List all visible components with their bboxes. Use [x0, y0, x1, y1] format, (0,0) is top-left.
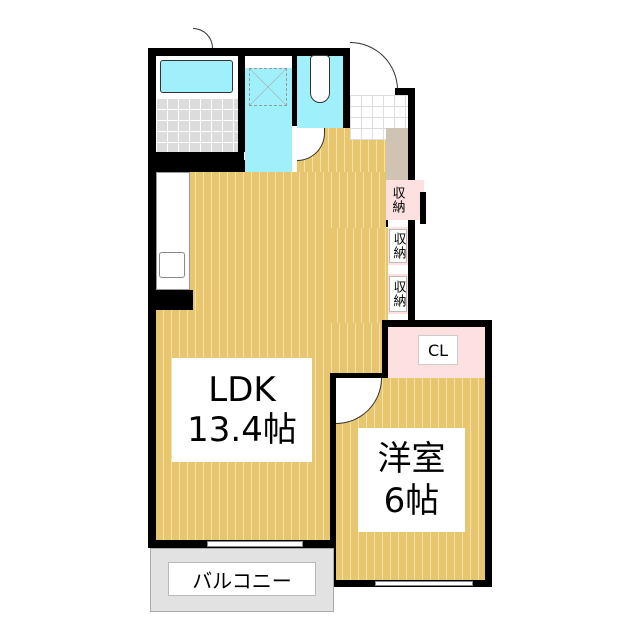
bath-wash-wall: [238, 48, 245, 152]
storage-1: [386, 180, 424, 220]
closet-label: CL: [418, 335, 458, 365]
ldk-name: LDK: [208, 370, 276, 410]
washer-space: [249, 68, 287, 106]
bath-floor: [156, 98, 238, 152]
wash-right-wall: [292, 56, 297, 222]
storage-3-label: 収納: [389, 276, 407, 312]
bath-bottom-wall: [148, 152, 244, 172]
shoe-cabinet: [386, 128, 408, 180]
ldk-label: LDK 13.4帖: [172, 358, 312, 462]
toilet-right-wall: [343, 48, 350, 145]
stove-icon: [159, 252, 185, 278]
entrance-top-wall: [395, 88, 415, 95]
western-room-size: 6帖: [383, 481, 440, 521]
kitchen-wall: [148, 290, 193, 310]
room-top-wall: [382, 320, 492, 327]
entrance-door-arc: [350, 42, 398, 90]
top-wall: [148, 48, 350, 56]
toilet-icon: [310, 55, 330, 103]
balcony-label: バルコニー: [168, 562, 316, 596]
ldk-size: 13.4帖: [187, 410, 297, 450]
western-room-name: 洋室: [377, 439, 446, 479]
room-left-wall: [330, 373, 336, 587]
room-window: [375, 581, 473, 586]
ldk-floor-ext: [330, 228, 388, 323]
room-cl-left-wall: [382, 320, 388, 378]
room-left-top: [330, 373, 388, 378]
kitchen-counter: [156, 172, 190, 290]
room-right-wall: [485, 320, 492, 587]
storage-1-wall: [420, 192, 426, 224]
storage-2-label: 収納: [389, 229, 407, 263]
bath-door-arc: [193, 28, 213, 48]
storage-1-label: 収納: [389, 186, 405, 214]
ldk-window: [207, 541, 303, 547]
western-room-label: 洋室 6帖: [358, 428, 465, 532]
bathtub: [160, 60, 233, 93]
